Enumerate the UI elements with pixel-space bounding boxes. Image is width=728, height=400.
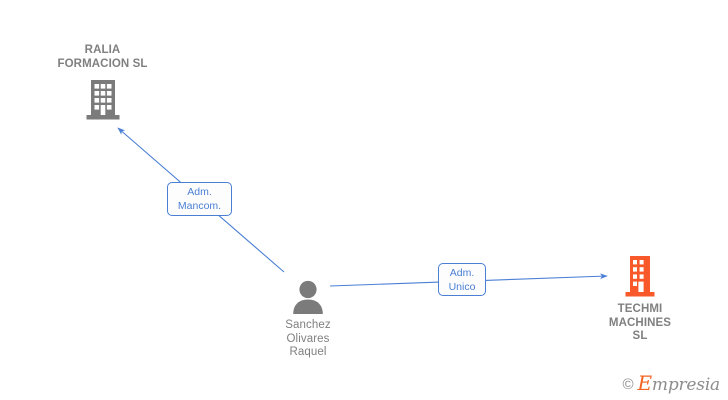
copyright-icon: © bbox=[622, 376, 634, 393]
watermark-empresia: © Empresia bbox=[622, 373, 721, 395]
node-person-sanchez-olivares-raquel[interactable]: Sanchez Olivares Raquel bbox=[250, 280, 366, 360]
brand-rest: mpresia bbox=[651, 375, 720, 395]
building-icon bbox=[86, 80, 119, 120]
node-label-person: Sanchez Olivares Raquel bbox=[285, 319, 331, 358]
node-label-ralia: RALIA FORMACION SL bbox=[57, 44, 148, 70]
brand-initial: E bbox=[637, 371, 653, 395]
node-label-techmi: TECHMI MACHINES SL bbox=[608, 303, 672, 342]
edge-label-adm-unico[interactable]: Adm. Unico bbox=[438, 263, 486, 296]
node-company-ralia[interactable]: RALIA FORMACION SL bbox=[20, 44, 185, 120]
building-icon bbox=[625, 256, 655, 297]
node-company-techmi[interactable]: TECHMI MACHINES SL bbox=[573, 255, 707, 344]
edge-label-adm-mancom[interactable]: Adm. Mancom. bbox=[167, 182, 232, 216]
person-icon bbox=[293, 280, 323, 314]
brand-wordmark: Empresia bbox=[638, 373, 721, 395]
